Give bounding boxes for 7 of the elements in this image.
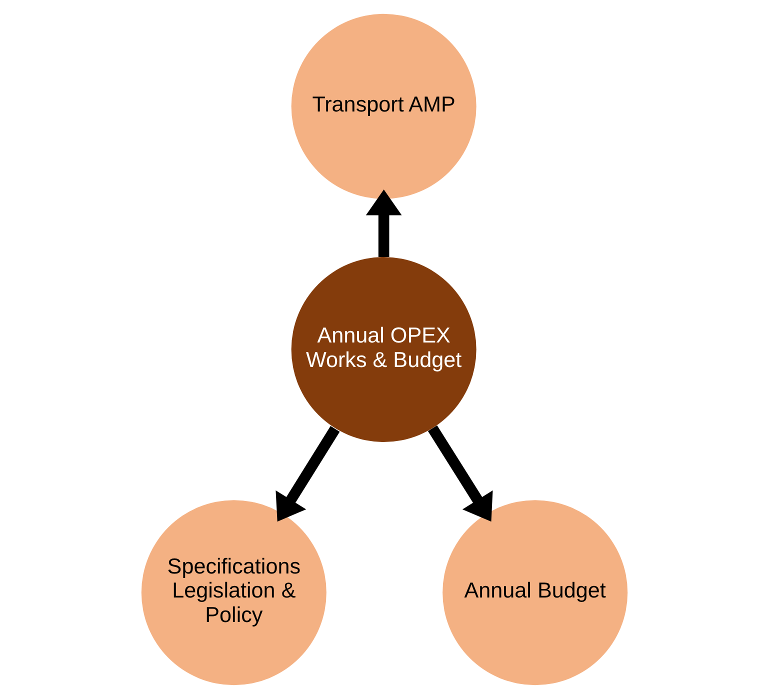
arrow: [428, 425, 493, 522]
node-circle: Annual Budget: [442, 500, 628, 686]
arrow: [276, 426, 340, 522]
arrow: [366, 190, 402, 257]
node-circle: Specifications Legislation & Policy: [141, 500, 326, 686]
node-circle: Transport AMP: [291, 14, 476, 199]
node-circle: Annual OPEX Works & Budget: [291, 257, 476, 442]
